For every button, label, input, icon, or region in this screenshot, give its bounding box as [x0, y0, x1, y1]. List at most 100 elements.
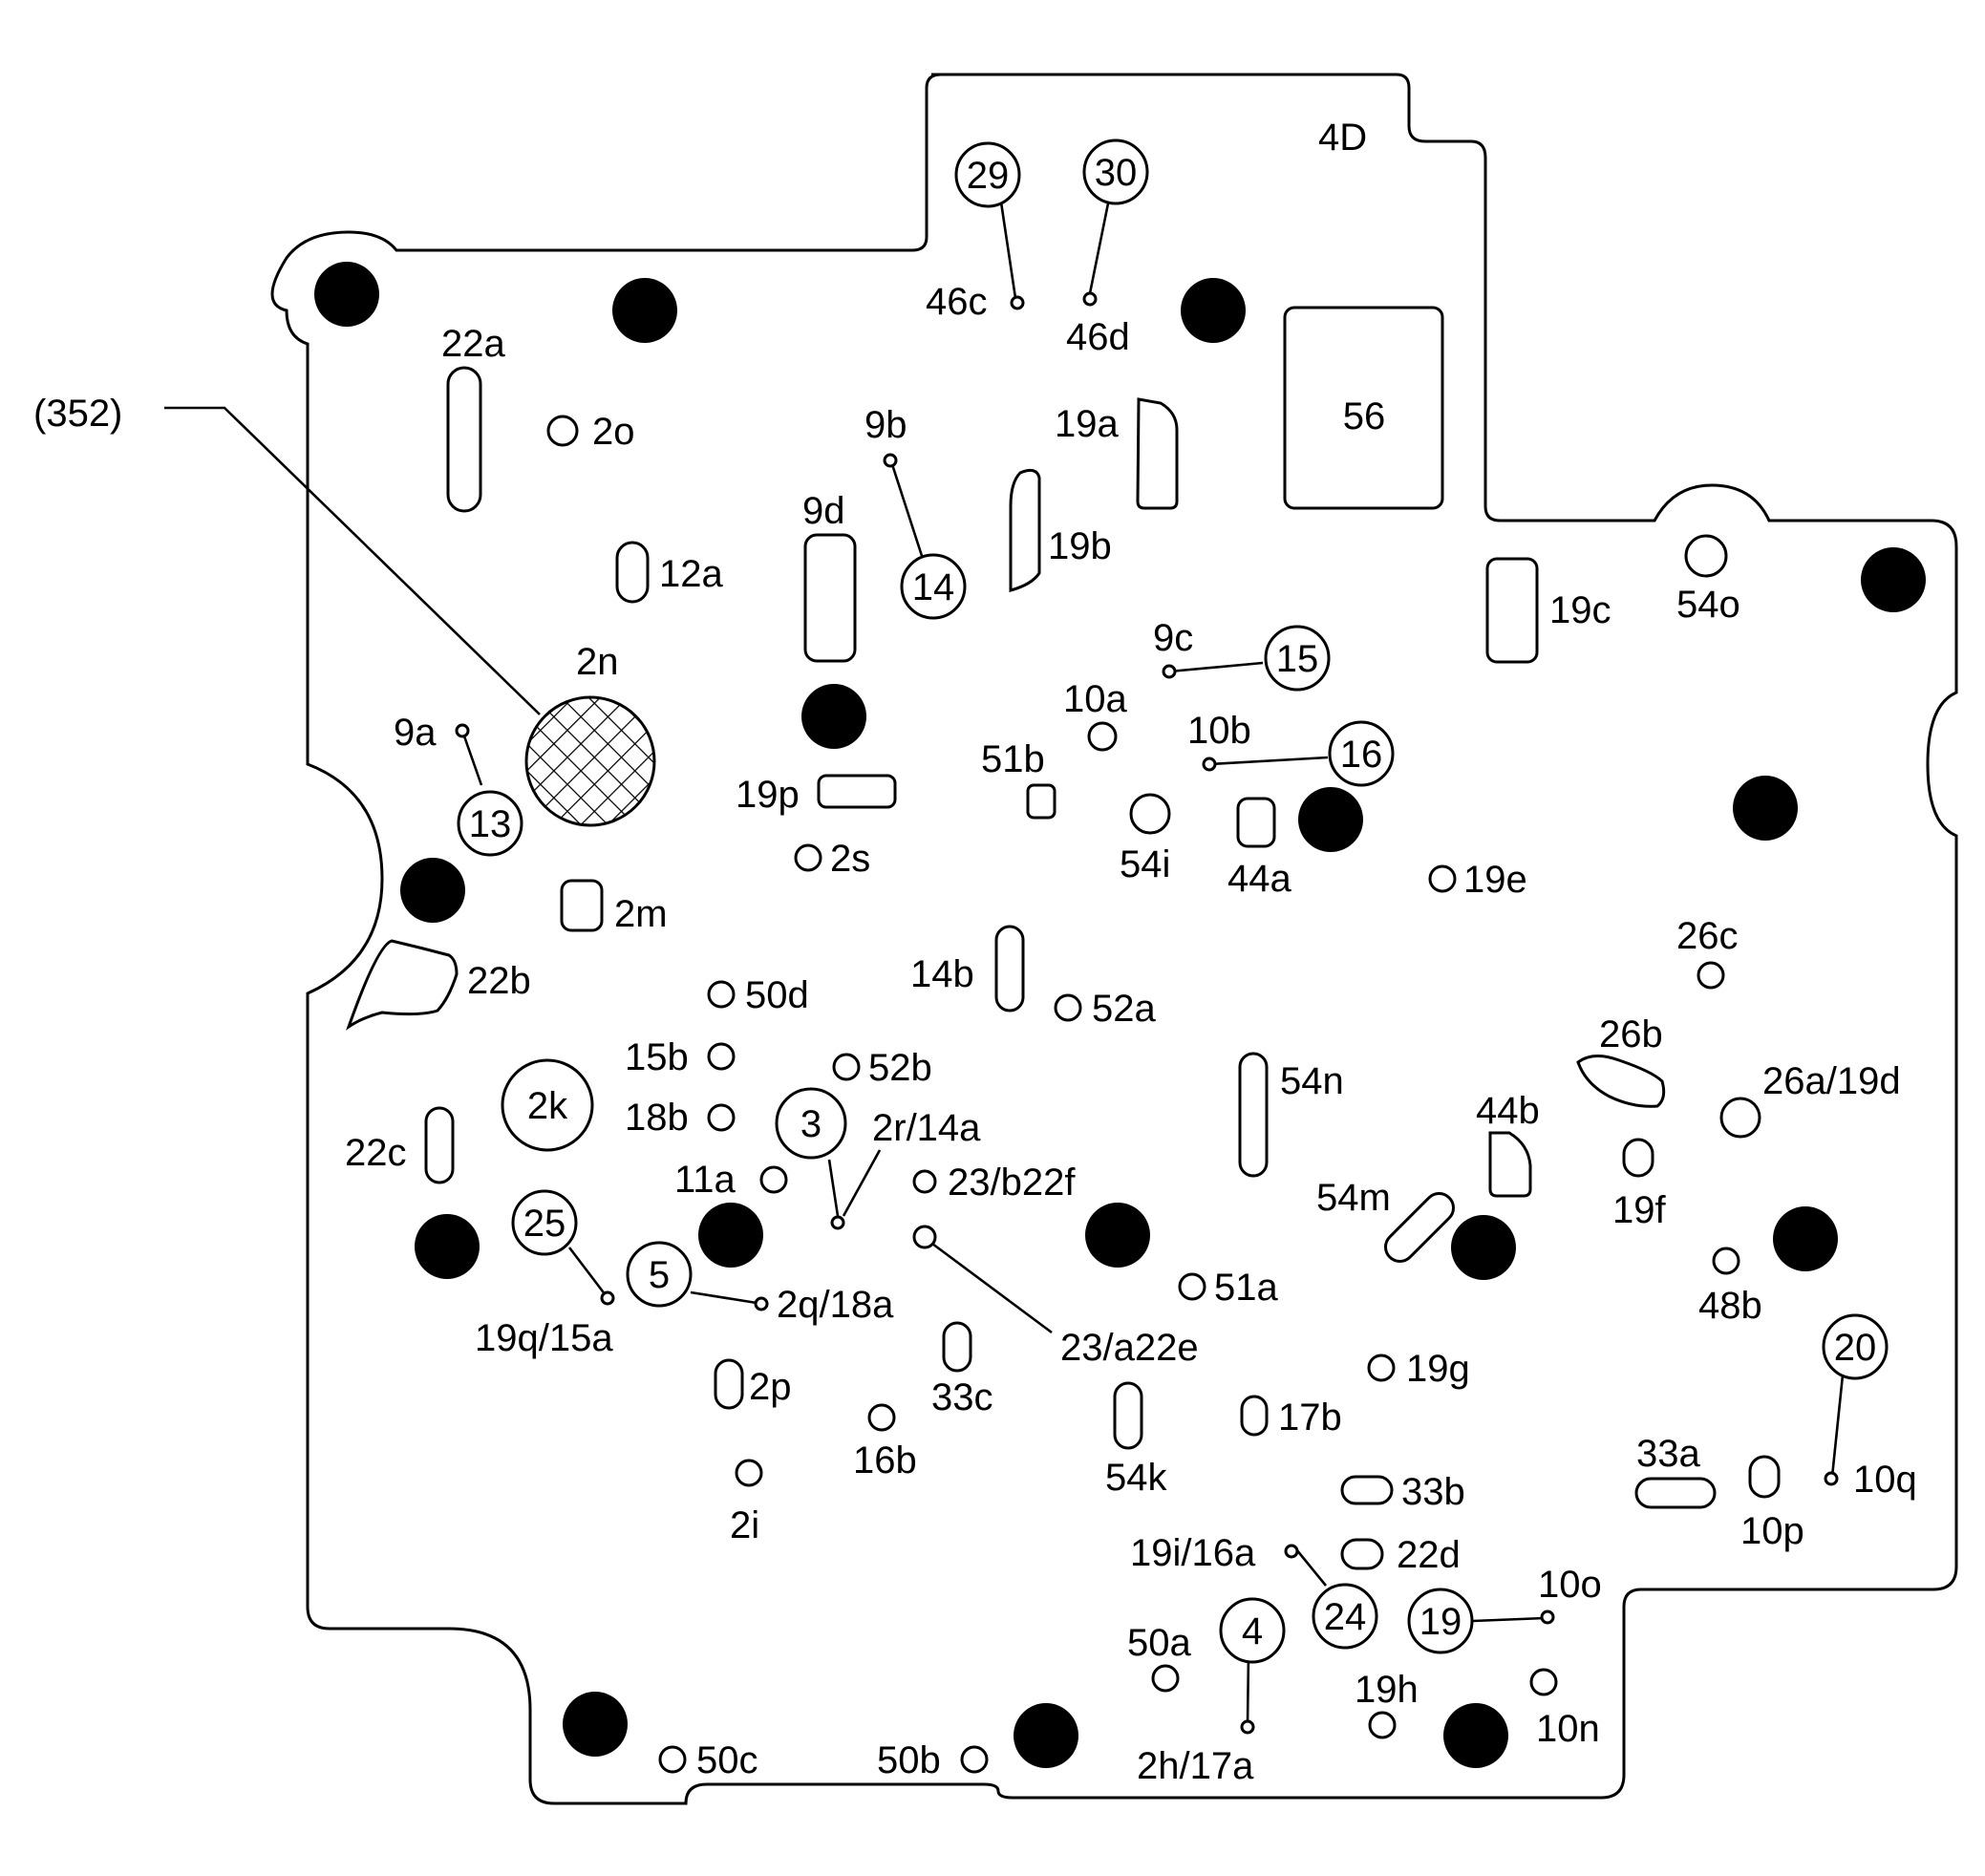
- label-54o: 54o: [1676, 584, 1740, 626]
- slot-12a: [615, 541, 650, 604]
- filter-screen-2n: [524, 695, 656, 827]
- label-33b: 33b: [1401, 1471, 1465, 1513]
- label-19g: 19g: [1406, 1348, 1470, 1390]
- bolt-hole: [801, 684, 866, 749]
- hole-19g: [1367, 1354, 1396, 1382]
- callout-13: 13: [469, 803, 512, 845]
- slot-54k: [1113, 1381, 1143, 1450]
- slot-19c: [1485, 557, 1539, 664]
- callout-20: 20: [1834, 1327, 1877, 1369]
- label-2n: 2n: [576, 641, 619, 683]
- checkball-9a: [455, 723, 470, 738]
- opening-26b: [1576, 1055, 1666, 1108]
- bolt-hole: [1773, 1206, 1838, 1271]
- hole-23a22e: [912, 1225, 937, 1249]
- hole-54o: [1684, 534, 1728, 578]
- label-19q15a: 19q/15a: [475, 1317, 613, 1359]
- hole-15b: [707, 1042, 736, 1071]
- label-2r14a: 2r/14a: [872, 1107, 981, 1149]
- label-10q: 10q: [1853, 1459, 1917, 1501]
- slot-10p: [1748, 1455, 1781, 1499]
- label-9a: 9a: [394, 712, 437, 754]
- slot-2m: [560, 879, 604, 932]
- small-holes: [546, 415, 1761, 1774]
- label-22a: 22a: [441, 323, 505, 365]
- plate-outline: [270, 73, 1958, 1805]
- slot-17b: [1240, 1395, 1269, 1437]
- hole-23b22f: [912, 1169, 937, 1194]
- opening-19b: [1009, 468, 1041, 592]
- label-19f: 19f: [1612, 1189, 1666, 1231]
- bolt-hole: [314, 262, 379, 327]
- label-33c: 33c: [931, 1376, 993, 1418]
- hole-18b: [707, 1103, 736, 1132]
- hole-2s: [794, 843, 822, 872]
- slot-2p: [714, 1358, 744, 1410]
- label-54k: 54k: [1105, 1457, 1167, 1499]
- hole-52b: [832, 1053, 861, 1081]
- bolt-hole: [1085, 1203, 1150, 1268]
- label-2p: 2p: [749, 1366, 792, 1408]
- label-33a: 33a: [1636, 1433, 1700, 1475]
- label-17b: 17b: [1278, 1396, 1342, 1439]
- checkball-10o: [1540, 1610, 1555, 1625]
- checkball-46d: [1082, 291, 1098, 307]
- slot-22a: [446, 366, 482, 513]
- hole-50c: [658, 1745, 687, 1774]
- opening-19a: [1136, 397, 1179, 510]
- bolt-hole: [563, 1692, 628, 1757]
- label-50a: 50a: [1127, 1622, 1191, 1664]
- label-19p: 19p: [736, 774, 800, 816]
- label-22d: 22d: [1397, 1534, 1461, 1576]
- label-2q18a: 2q/18a: [777, 1284, 894, 1326]
- hole-50b: [960, 1745, 989, 1774]
- callout-29: 29: [967, 155, 1010, 197]
- label-22b: 22b: [467, 960, 531, 1002]
- label-19i16a: 19i/16a: [1130, 1532, 1256, 1574]
- label-23a22e: 23/a22e: [1060, 1327, 1199, 1369]
- label-10a: 10a: [1063, 678, 1127, 720]
- hole-51a: [1178, 1272, 1206, 1301]
- checkball-9b: [883, 453, 898, 468]
- callout-5: 5: [649, 1254, 670, 1296]
- label-26c: 26c: [1676, 915, 1739, 957]
- label-23b22f: 23/b22f: [948, 1162, 1076, 1204]
- label-19c: 19c: [1549, 589, 1611, 631]
- label-46c: 46c: [926, 281, 988, 323]
- passages: [346, 366, 1781, 1570]
- hole-26c: [1697, 961, 1725, 990]
- plate-code: 4D: [1318, 117, 1367, 159]
- passage-labels: 22a 2o 12a 2n 9a 2m 22b 22c 19q/15a 2p 2…: [345, 281, 1917, 1787]
- checkball-9c: [1162, 664, 1177, 679]
- checkball-2q18a: [754, 1296, 769, 1311]
- label-54i: 54i: [1120, 843, 1170, 885]
- checkball-19i16a: [1284, 1544, 1299, 1559]
- slot-54n: [1238, 1052, 1269, 1178]
- hole-16b: [867, 1403, 896, 1432]
- hole-50a: [1151, 1664, 1180, 1693]
- label-54n: 54n: [1280, 1060, 1344, 1102]
- reference-number: (352): [33, 393, 122, 435]
- slot-33a: [1634, 1477, 1717, 1509]
- callout-15: 15: [1276, 638, 1319, 680]
- bolt-hole: [612, 278, 677, 343]
- slot-22d: [1340, 1538, 1384, 1570]
- slot-19f: [1622, 1138, 1654, 1178]
- hole-2i: [735, 1459, 763, 1487]
- slot-9d: [803, 533, 857, 663]
- label-52a: 52a: [1092, 988, 1156, 1030]
- opening-22b: [346, 939, 459, 1031]
- label-48b: 48b: [1698, 1285, 1762, 1327]
- hole-11a: [759, 1165, 788, 1194]
- callout-30: 30: [1095, 152, 1138, 194]
- label-51b: 51b: [981, 738, 1045, 780]
- label-9c: 9c: [1153, 617, 1193, 659]
- label-10b: 10b: [1187, 710, 1251, 752]
- bolt-hole: [1014, 1703, 1078, 1768]
- callout-14: 14: [912, 566, 955, 608]
- callout-25: 25: [523, 1203, 566, 1245]
- hole-2o: [546, 415, 579, 447]
- slot-19p: [817, 774, 897, 809]
- hole-10a: [1087, 721, 1118, 752]
